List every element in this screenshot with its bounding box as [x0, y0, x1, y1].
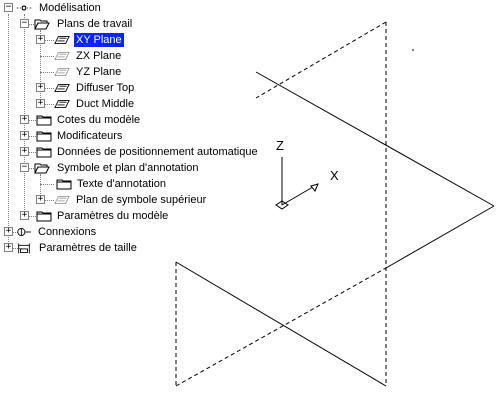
tree-label: Modélisation	[39, 2, 101, 14]
expand-toggle[interactable]: +	[36, 34, 45, 44]
expand-toggle[interactable]: +	[20, 130, 29, 140]
tree-line	[40, 72, 54, 73]
work-plane-front	[175, 71, 495, 387]
modeling-icon	[16, 4, 32, 12]
tree-label: Paramètres du modèle	[57, 210, 169, 222]
model-browser-tree[interactable]: − Modélisation − Plans de travail + XY P…	[0, 0, 265, 300]
collapse-toggle[interactable]: −	[20, 162, 29, 172]
tree-label: Paramètres de taille	[39, 242, 137, 254]
tree-label-selected: XY Plane	[73, 32, 125, 48]
expand-toggle[interactable]: +	[36, 194, 45, 204]
collapse-toggle[interactable]: −	[20, 18, 29, 28]
tree-label: Texte d'annotation	[77, 178, 166, 190]
tree-line	[40, 200, 54, 201]
work-plane-icon	[54, 52, 70, 60]
tree-label: YZ Plane	[76, 66, 122, 78]
tree-line	[24, 136, 36, 137]
tree-label: Symbole et plan d'annotation	[57, 162, 199, 174]
expand-toggle[interactable]: +	[36, 82, 45, 92]
folder-icon	[36, 147, 52, 158]
axis-z-label: Z	[276, 138, 284, 153]
expand-toggle[interactable]: +	[4, 226, 13, 236]
tree-label: Modificateurs	[57, 130, 123, 142]
tree-label: Plans de travail	[57, 18, 133, 30]
tree-label: Connexions	[38, 226, 97, 238]
expand-toggle[interactable]: +	[20, 210, 29, 220]
expand-toggle[interactable]: +	[36, 98, 45, 108]
tree-line	[24, 120, 36, 121]
tree-line	[24, 168, 34, 169]
expand-toggle[interactable]: +	[4, 242, 13, 252]
tree-line	[24, 152, 36, 153]
collapse-toggle[interactable]: −	[4, 2, 13, 12]
work-plane-dashed	[175, 21, 414, 387]
work-plane-icon	[54, 100, 70, 108]
tree-line	[24, 24, 34, 25]
tree-line	[8, 232, 22, 233]
tree-label: Duct Middle	[76, 98, 135, 110]
axis-x-label: X	[330, 168, 339, 183]
folder-icon	[36, 211, 52, 222]
tree-line	[8, 14, 9, 248]
tree-line	[24, 216, 36, 217]
tree-line	[40, 184, 54, 185]
tree-line	[40, 174, 41, 200]
folder-icon	[36, 115, 52, 126]
folder-icon	[56, 179, 72, 190]
work-plane-icon	[54, 84, 70, 92]
ucs-icon	[275, 157, 319, 210]
work-plane-icon	[54, 196, 70, 204]
tree-label: Données de positionnement automatique	[57, 146, 258, 158]
tree-label: Diffuser Top	[76, 82, 135, 94]
expand-toggle[interactable]: +	[20, 114, 29, 124]
tree-label: Plan de symbole supérieur	[76, 194, 207, 206]
folder-open-icon	[34, 163, 50, 174]
folder-open-icon	[34, 19, 50, 30]
tree-line	[40, 56, 54, 57]
folder-icon	[36, 131, 52, 142]
work-plane-icon	[54, 68, 70, 76]
size-parameters-icon	[18, 243, 30, 254]
connector-icon	[17, 228, 32, 236]
tree-line	[8, 248, 22, 249]
tree-line	[40, 104, 54, 105]
tree-label: ZX Plane	[76, 50, 122, 62]
tree-label: Cotes du modèle	[57, 114, 141, 126]
tree-line	[40, 88, 54, 89]
tree-line	[40, 40, 54, 41]
expand-toggle[interactable]: +	[20, 146, 29, 156]
tree-line	[40, 30, 41, 104]
work-plane-icon	[54, 36, 70, 44]
